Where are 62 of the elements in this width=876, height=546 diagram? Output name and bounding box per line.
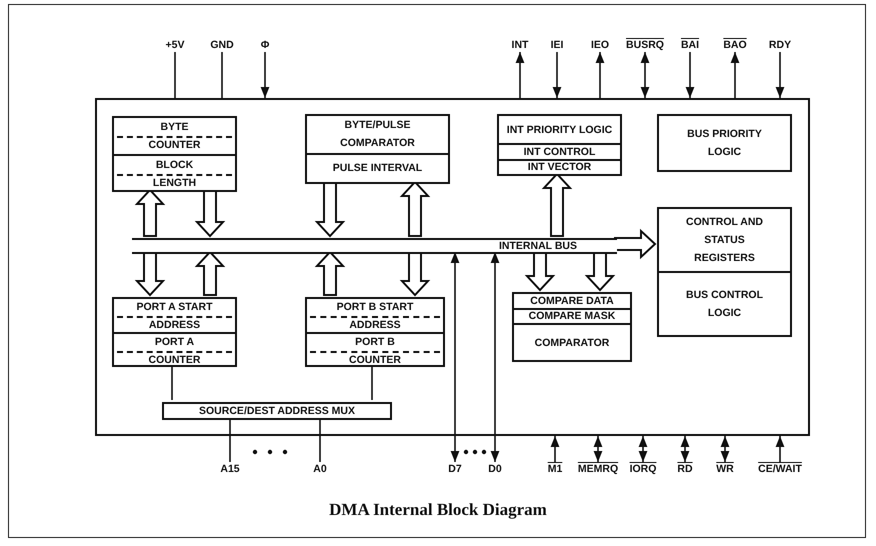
register-block — [657, 114, 792, 172]
connector-line — [229, 418, 231, 462]
bus-arrow — [614, 228, 656, 260]
block-text: COMPARATOR — [534, 336, 610, 351]
caption: DMA Internal Block Diagram — [328, 500, 548, 520]
block-text: BUS CONTROL LOGIC — [685, 288, 764, 321]
connector-line — [221, 52, 223, 98]
bus-arrow — [400, 251, 430, 296]
register-block — [112, 297, 237, 367]
register-block — [657, 207, 792, 337]
arrow — [776, 436, 784, 462]
block-text: PORT A START ADDRESS — [135, 300, 214, 332]
bus-label: INTERNAL BUS — [499, 240, 577, 252]
block-text: COMPARE DATA — [530, 294, 614, 307]
block-text: BUS PRIORITY LOGIC — [686, 127, 763, 160]
arrow — [552, 52, 562, 98]
pin-label: A0 — [290, 462, 350, 476]
block-text: INT CONTROL — [524, 146, 596, 158]
arrow — [450, 252, 460, 462]
arrow — [516, 52, 524, 98]
block-text: BYTE COUNTER — [148, 120, 202, 153]
arrow — [490, 252, 500, 462]
pin-label: A15 — [200, 462, 260, 476]
bus-arrow — [134, 251, 166, 296]
block-text: INT VECTOR — [528, 161, 592, 174]
arrow — [550, 436, 560, 462]
register-block — [112, 116, 237, 192]
bus-arrow — [194, 189, 226, 238]
register-block — [497, 114, 622, 176]
arrow — [640, 52, 650, 98]
chip-outline — [95, 98, 810, 436]
register-block — [512, 292, 632, 362]
arrow — [638, 436, 648, 462]
block-text: PORT A COUNTER — [148, 334, 202, 368]
arrow — [680, 436, 690, 462]
arrow — [594, 436, 602, 462]
arrow — [776, 52, 784, 98]
arrow — [596, 52, 604, 98]
register-block — [305, 297, 445, 367]
arrow — [720, 436, 730, 462]
connector-line — [371, 365, 373, 400]
block-text: COMPARE MASK — [528, 310, 616, 322]
block-text: PORT B COUNTER — [348, 334, 402, 368]
arrow — [730, 52, 740, 98]
bus-arrow — [584, 251, 616, 292]
block-text: INT PRIORITY LOGIC — [506, 122, 612, 138]
register-block — [162, 402, 392, 420]
arrow — [686, 52, 694, 98]
connector-line — [319, 418, 321, 462]
bus-arrow — [314, 181, 346, 238]
pin-label: MEMRQ — [568, 462, 628, 476]
arrow — [260, 52, 270, 98]
block-text: SOURCE/DEST ADDRESS MUX — [199, 405, 355, 417]
register-block — [305, 114, 450, 184]
connector-line — [174, 52, 176, 98]
block-text: BLOCK LENGTH — [152, 158, 198, 191]
block-text: CONTROL AND STATUS REGISTERS — [685, 215, 764, 266]
block-text: PORT B START ADDRESS — [336, 300, 414, 332]
bus-arrow — [524, 251, 556, 292]
block-text: BYTE/PULSE COMPARATOR — [339, 118, 416, 152]
block-text: PULSE INTERVAL — [332, 161, 422, 176]
connector-line — [171, 365, 173, 400]
